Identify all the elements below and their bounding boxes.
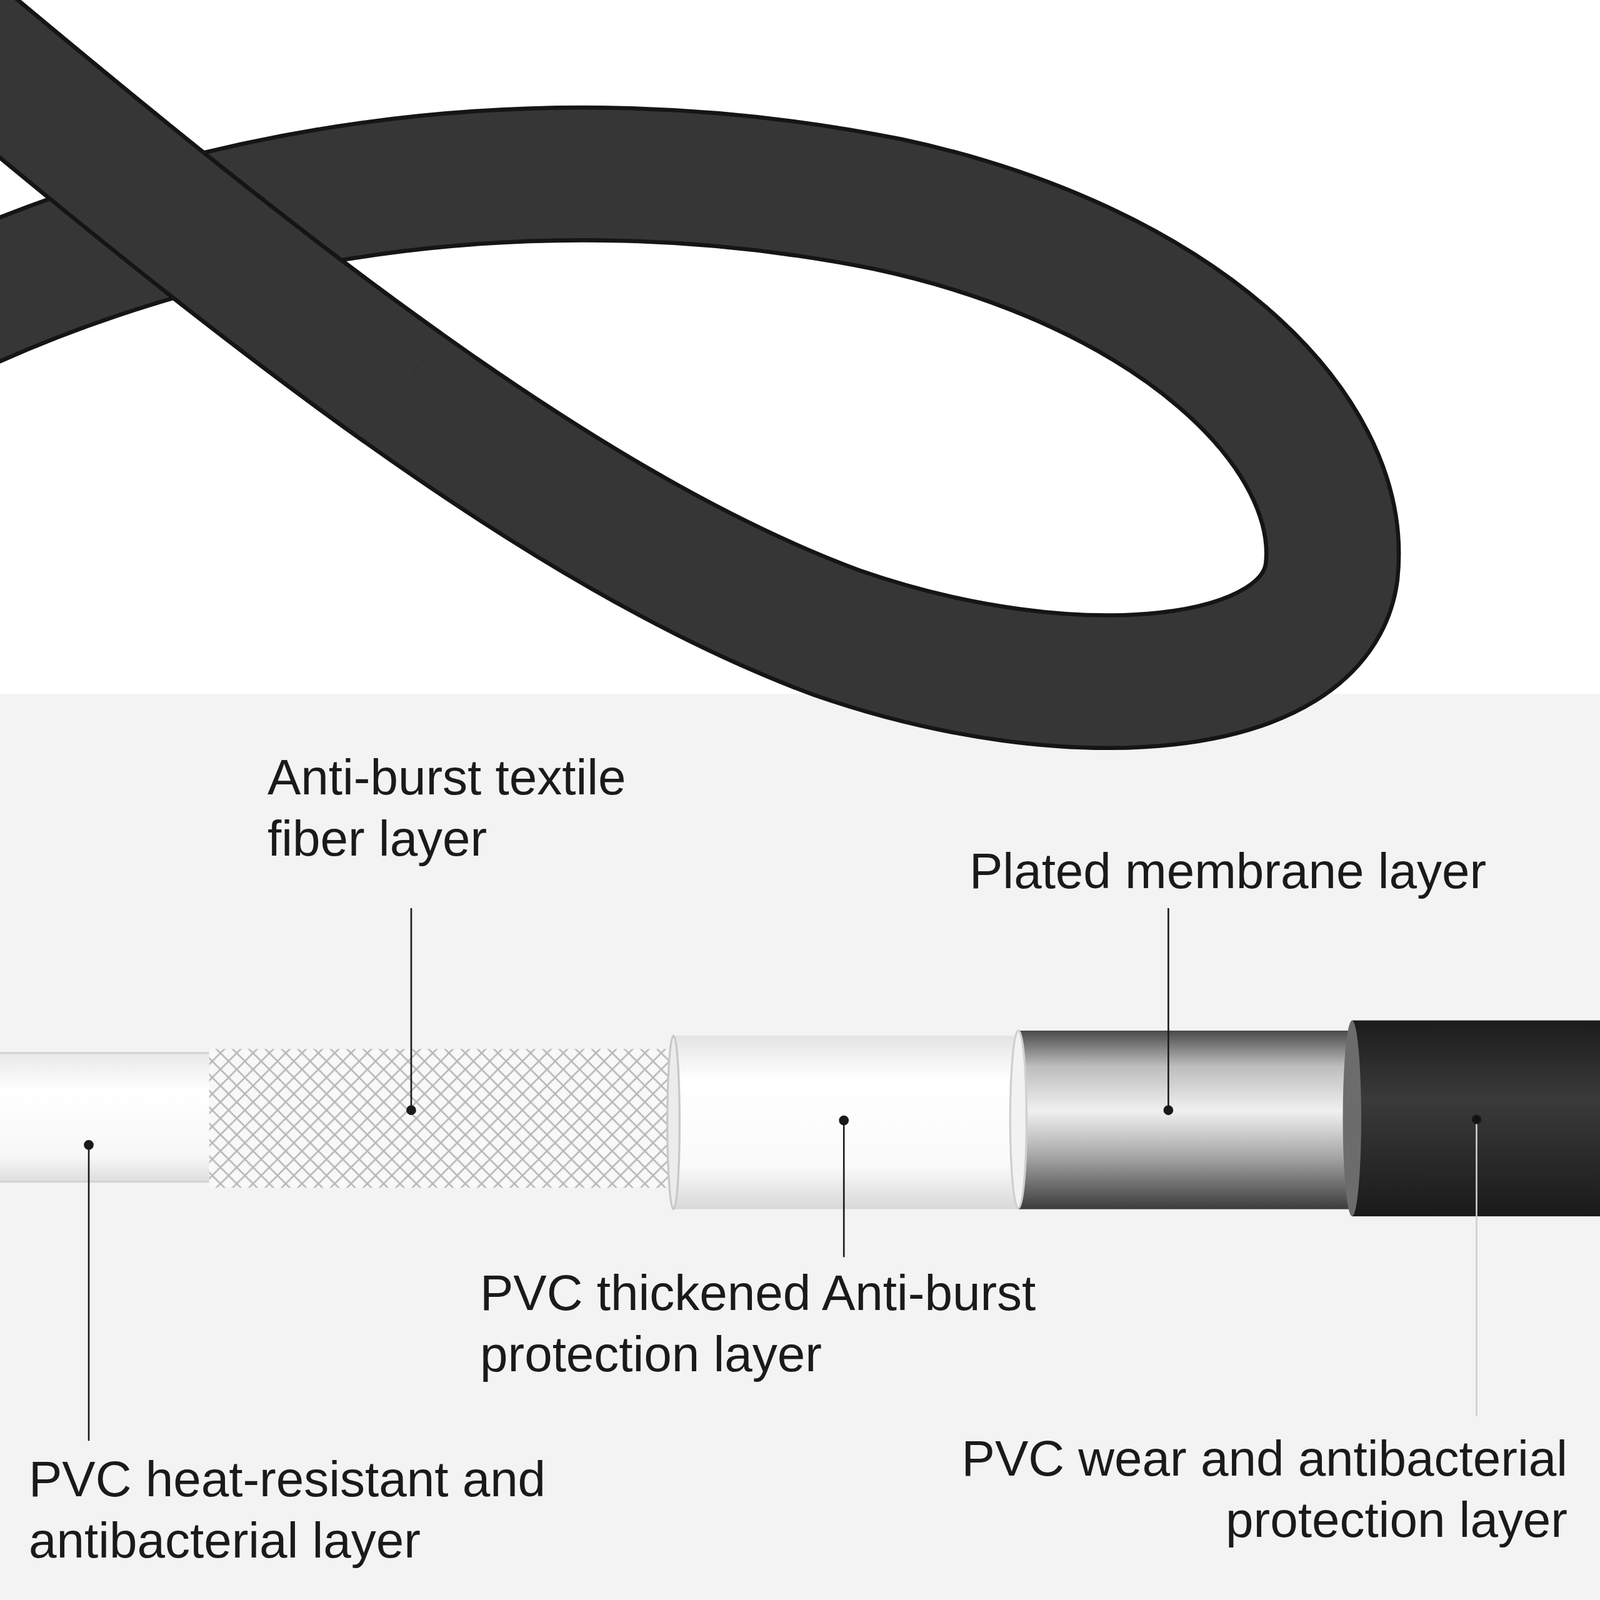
leader-line [1475, 1119, 1478, 1417]
pvc-layer [673, 1035, 1026, 1210]
layer-label: PVC heat-resistant and antibacterial lay… [28, 1448, 617, 1571]
leader-dot [1164, 1106, 1173, 1115]
leader-dot [1472, 1115, 1481, 1124]
background-panel [0, 693, 1600, 1600]
layer-label: PVC wear and antibacterial protection la… [875, 1428, 1568, 1550]
leader-line [88, 1145, 90, 1441]
leader-line [410, 908, 413, 1110]
layer-rim [1010, 1030, 1027, 1209]
hose-body [0, 20, 404, 389]
hose-body [0, 20, 1333, 682]
leader-dot [406, 1106, 415, 1115]
mesh-ground [209, 1048, 674, 1188]
layer-rim [667, 1035, 680, 1210]
layer-label: Anti-burst textile fiber layer [267, 746, 730, 869]
leader-line [1167, 908, 1170, 1110]
textile-mesh [209, 1048, 674, 1188]
layer-label: PVC thickened Anti-burst protection laye… [480, 1262, 1118, 1385]
hose-loop [0, 20, 1333, 682]
leader-dot [85, 1140, 94, 1149]
leader-dot [840, 1116, 849, 1125]
plated-layer [1018, 1030, 1357, 1210]
leader-lines [85, 908, 1481, 1441]
leader-line [843, 1120, 845, 1258]
layer-label: Plated membrane layer [969, 840, 1570, 902]
hose-outline [0, 20, 1333, 682]
hose-outline [0, 20, 404, 389]
layer-rim [1343, 1020, 1362, 1217]
hose-cutaway [0, 1020, 1600, 1217]
